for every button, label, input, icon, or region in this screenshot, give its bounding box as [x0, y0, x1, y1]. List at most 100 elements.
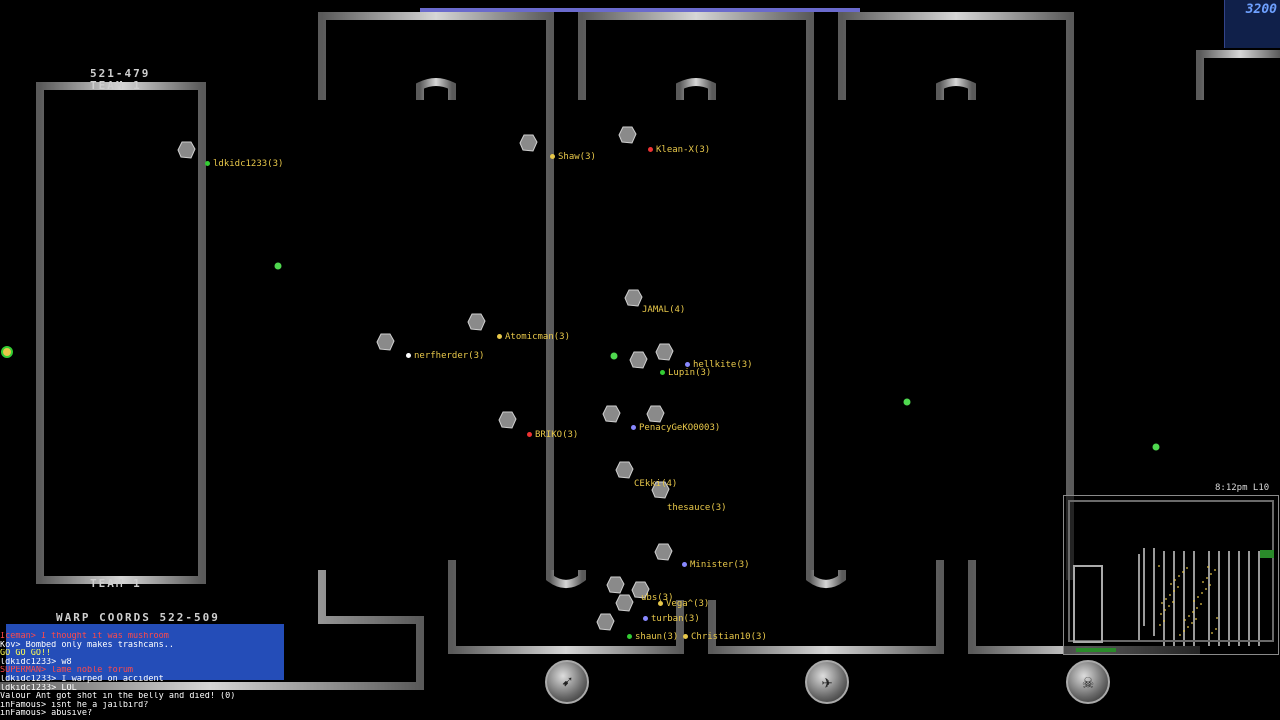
energy-orb	[274, 262, 282, 270]
asteroid	[376, 333, 395, 351]
asteroid-field	[177, 126, 674, 631]
corridor-wall	[578, 12, 814, 580]
arch-wall	[806, 570, 846, 588]
player-name: JAMAL(4)	[642, 305, 686, 315]
warp-coords-label: WARP COORDS 522-509	[56, 611, 220, 624]
skull-icon: ☠	[1082, 671, 1094, 693]
asteroid	[177, 141, 196, 159]
asteroid	[631, 581, 650, 599]
chat-line: ldkidc1233> I warped on accident	[0, 674, 164, 684]
player-name-label[interactable]: Atomicman(3)	[497, 332, 570, 342]
minimap[interactable]	[1063, 495, 1279, 655]
asteroid	[654, 543, 673, 561]
minimap-dot	[1202, 581, 1204, 583]
base-team-label-top: TEAM 1	[90, 79, 142, 92]
energy-orb	[1152, 443, 1160, 451]
player-name: Atomicman(3)	[505, 332, 571, 342]
player-name: Vega^(3)	[666, 599, 710, 609]
skull-button[interactable]: ☠	[1066, 660, 1110, 704]
chat-line: ldkidc1233> LOL	[0, 683, 77, 693]
player-marker-icon	[685, 362, 690, 367]
player-name-label[interactable]: CEkki(4)	[634, 479, 677, 489]
player-name-label[interactable]: ubs(3)	[641, 593, 674, 603]
minimap-dot	[1192, 611, 1194, 613]
minimap-dot	[1186, 567, 1188, 569]
minimap-dot	[1188, 615, 1190, 617]
player-marker-icon	[658, 601, 663, 606]
minimap-dot	[1211, 632, 1213, 634]
asteroid	[606, 576, 625, 594]
minimap-dot	[1163, 620, 1165, 622]
asteroid	[629, 351, 648, 369]
chat-panel	[6, 624, 284, 680]
player-name-label[interactable]: PenacyGeKO0003)	[631, 423, 720, 433]
player-name-label[interactable]: BRIKO(3)	[527, 430, 578, 440]
chat-line: GO GO GO!!	[0, 649, 52, 658]
player-name-label[interactable]: ldkidc1233(3)	[205, 159, 283, 169]
minimap-dot	[1161, 602, 1163, 604]
minimap-dot	[1177, 586, 1179, 588]
player-name: Klean-X(3)	[656, 145, 711, 155]
player-marker-icon	[682, 562, 687, 567]
clock-display: 8:12pm L10	[1215, 483, 1270, 493]
minimap-dot	[1187, 626, 1189, 628]
asteroid	[618, 126, 637, 144]
minimap-dot	[1209, 584, 1211, 586]
chat-line: inFamous> abusive?	[0, 709, 93, 718]
player-marker-icon	[648, 147, 653, 152]
energy-orb	[903, 398, 911, 406]
player-name-label[interactable]: hellkite(3)	[685, 360, 753, 370]
asteroid	[519, 134, 538, 152]
chat-line: SUPERMAN> lame noble forum	[0, 666, 134, 675]
ship-layer	[1, 8, 1160, 451]
score-panel: 3200	[1224, 0, 1280, 48]
asteroid	[498, 411, 517, 429]
arch-wall	[416, 78, 456, 100]
minimap-dot	[1197, 596, 1199, 598]
player-name: Lupin(3)	[668, 368, 712, 378]
minimap-dot	[1159, 624, 1161, 626]
chat-line: Kov> Bombed only makes trashcans..	[0, 640, 174, 650]
score-value: 3200	[1245, 2, 1277, 17]
floor-wall	[708, 560, 944, 654]
warp-button[interactable]: ➹	[545, 660, 589, 704]
player-name: turban(3)	[651, 614, 700, 624]
minimap-dot	[1195, 618, 1197, 620]
player-name-label[interactable]: Shaw(3)	[550, 152, 596, 162]
minimap-dot	[1191, 622, 1193, 624]
minimap-dot	[1184, 619, 1186, 621]
asteroid	[615, 461, 634, 479]
minimap-dot	[1183, 630, 1185, 632]
minimap-dot	[1182, 571, 1184, 573]
waypoint-marker	[1, 346, 13, 358]
player-name-label[interactable]: Minister(3)	[682, 560, 750, 570]
asteroid	[655, 343, 674, 361]
base-team-label-bottom: TEAM 1	[90, 577, 142, 590]
chat-log[interactable]: Iceman> I thought it was mushroom Kov> B…	[0, 632, 420, 718]
asteroid	[646, 405, 665, 423]
player-name-label[interactable]: JAMAL(4)	[642, 305, 685, 315]
minimap-dot	[1174, 579, 1176, 581]
player-marker-icon	[205, 161, 210, 166]
minimap-dot	[1207, 566, 1209, 568]
player-name-label[interactable]: turban(3)	[643, 614, 700, 624]
minimap-dot	[1173, 590, 1175, 592]
minimap-dot	[1158, 565, 1160, 567]
player-name-label[interactable]: shaun(3)	[627, 632, 678, 642]
player-marker-icon	[643, 616, 648, 621]
player-marker-icon	[497, 334, 502, 339]
player-name: ldkidc1233(3)	[213, 159, 284, 169]
player-name: CEkki(4)	[634, 479, 678, 489]
player-name-label[interactable]: Lupin(3)	[660, 368, 711, 378]
corridor-wall	[838, 12, 1074, 580]
minimap-dot	[1179, 634, 1181, 636]
player-name-label[interactable]: nerfherder(3)	[406, 351, 484, 361]
base-wall	[36, 82, 206, 584]
player-name-label[interactable]: Vega^(3)	[658, 599, 709, 609]
player-name-label[interactable]: Christian10(3)	[683, 632, 767, 642]
rocket-button[interactable]: ✈	[805, 660, 849, 704]
player-name-label[interactable]: thesauce(3)	[667, 503, 727, 513]
player-name: shaun(3)	[635, 632, 679, 642]
player-name-label[interactable]: Klean-X(3)	[648, 145, 710, 155]
player-name: Christian10(3)	[691, 632, 767, 642]
